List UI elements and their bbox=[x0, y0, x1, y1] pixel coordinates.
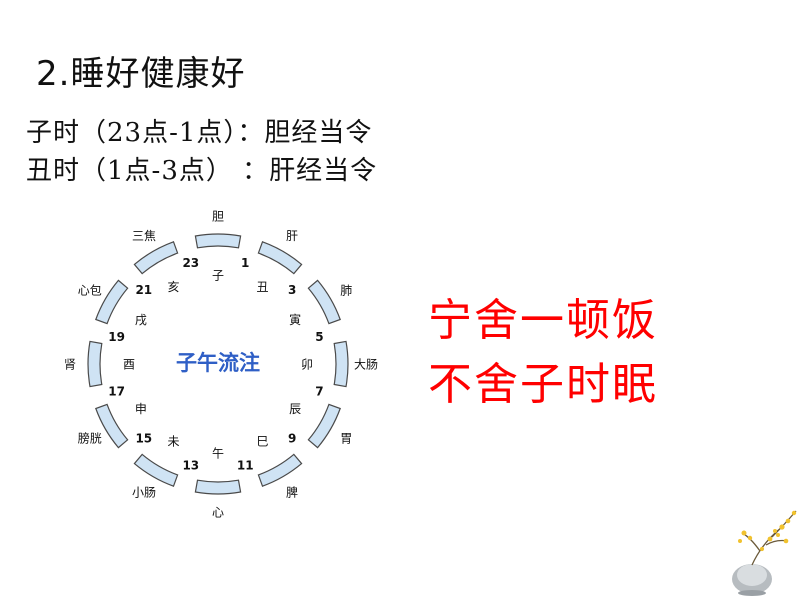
hour-label: 23 bbox=[182, 256, 199, 270]
clock-segment bbox=[95, 279, 129, 325]
branch-label: 丑 bbox=[256, 280, 268, 294]
meridian-label: 脾 bbox=[286, 485, 298, 500]
diagram-center-label: 子午流注 bbox=[176, 351, 260, 375]
branch-label: 亥 bbox=[167, 280, 179, 294]
branch-label: 子 bbox=[212, 268, 224, 282]
meridian-label: 胃 bbox=[340, 431, 352, 445]
hour-label: 19 bbox=[108, 330, 125, 344]
meridian-label: 肝 bbox=[286, 229, 298, 243]
branch-label: 寅 bbox=[289, 312, 301, 327]
hour-label: 3 bbox=[288, 283, 296, 297]
clock-segment bbox=[257, 453, 303, 487]
slogan-line-1: 宁舍一顿饭 bbox=[428, 295, 658, 346]
branch-label: 卯 bbox=[301, 357, 313, 371]
branch-label: 酉 bbox=[123, 357, 135, 371]
clock-segment bbox=[333, 340, 349, 388]
slide-title: 2.睡好健康好 bbox=[36, 54, 246, 94]
slogan-line-2: 不舍子时眠 bbox=[428, 359, 658, 410]
clock-segment bbox=[95, 403, 129, 449]
hour-label: 21 bbox=[135, 283, 152, 297]
hour-label: 9 bbox=[288, 432, 296, 446]
clock-segment bbox=[133, 241, 179, 275]
text-line-zi-shi: 子时（23点-1点）：胆经当令 bbox=[26, 118, 373, 148]
clock-segment bbox=[307, 279, 341, 325]
meridian-label: 肺 bbox=[340, 283, 352, 297]
hour-label: 13 bbox=[182, 459, 199, 473]
hour-label: 11 bbox=[237, 459, 254, 473]
clock-segment bbox=[87, 340, 103, 388]
branch-label: 戌 bbox=[135, 313, 147, 327]
text-line-chou-shi: 丑时（1点-3点） ：肝经当令 bbox=[26, 156, 378, 186]
hour-label: 7 bbox=[315, 385, 323, 399]
branch-label: 巳 bbox=[256, 434, 268, 448]
meridian-label: 大肠 bbox=[354, 357, 378, 371]
hour-label: 5 bbox=[315, 330, 323, 344]
flower-vase-decoration bbox=[732, 510, 797, 596]
clock-segment bbox=[257, 241, 303, 275]
clock-segment bbox=[133, 453, 179, 487]
clock-segment bbox=[194, 479, 242, 495]
meridian-label: 三焦 bbox=[132, 229, 156, 243]
meridian-label: 小肠 bbox=[132, 486, 156, 500]
branch-label: 辰 bbox=[289, 402, 301, 416]
meridian-label: 肾 bbox=[64, 357, 76, 371]
hour-label: 15 bbox=[135, 432, 152, 446]
branch-label: 午 bbox=[212, 446, 224, 460]
meridian-label: 膀胱 bbox=[78, 430, 102, 445]
meridian-label: 胆 bbox=[212, 209, 224, 223]
clock-segment bbox=[307, 403, 341, 449]
hour-label: 1 bbox=[241, 256, 249, 270]
branch-label: 未 bbox=[167, 434, 179, 448]
hour-label: 17 bbox=[108, 385, 125, 399]
meridian-label: 心 bbox=[212, 505, 224, 519]
branch-label: 申 bbox=[135, 402, 147, 416]
meridian-label: 心包 bbox=[78, 283, 102, 297]
clock-segment bbox=[194, 233, 242, 249]
